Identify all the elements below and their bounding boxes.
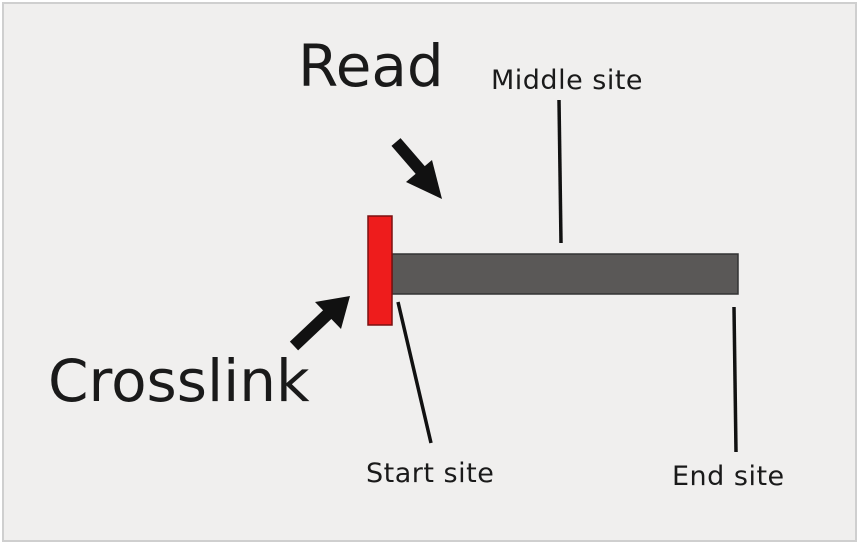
start-site-label: Start site — [366, 458, 494, 489]
read-arrow-icon — [391, 138, 442, 199]
read-bar — [391, 253, 739, 295]
crosslink-label: Crosslink — [48, 347, 310, 415]
crosslink-block — [367, 215, 393, 326]
end-site-label: End site — [672, 461, 785, 492]
crosslink-arrow-icon — [289, 296, 350, 351]
start-site-leader-line — [396, 301, 433, 444]
end-site-leader-line — [732, 306, 738, 453]
middle-site-leader-line — [557, 99, 563, 244]
middle-site-label: Middle site — [491, 65, 643, 96]
read-label: Read — [298, 32, 444, 100]
